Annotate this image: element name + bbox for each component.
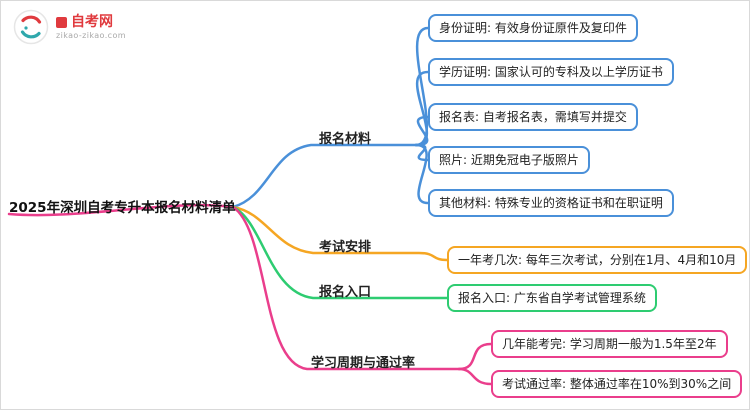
- branch-label-duration: 学习周期与通过率: [311, 356, 416, 371]
- edge-materials-form: [414, 115, 430, 147]
- edge-materials-diploma: [414, 70, 430, 147]
- leaf-id-proof: 身份证明: 有效身份证原件及复印件: [428, 14, 638, 42]
- edge-materials-photo: [414, 143, 430, 162]
- leaf-photo: 照片: 近期免冠电子版照片: [428, 146, 590, 174]
- central-topic: 2025年深圳自考专升本报名材料清单: [9, 200, 236, 216]
- leaf-exam-frequency: 一年考几次: 每年三次考试，分别在1月、4月和10月: [447, 246, 748, 274]
- leaf-study-duration: 几年能考完: 学习周期一般为1.5年至2年: [491, 330, 728, 358]
- edge-materials-other: [414, 143, 430, 205]
- edge-duration-years: [457, 342, 493, 371]
- branch-label-schedule: 考试安排: [319, 240, 372, 255]
- leaf-other-materials: 其他材料: 特殊专业的资格证书和在职证明: [428, 189, 674, 217]
- edge-materials-id: [414, 26, 430, 147]
- logo-mark-icon: [56, 16, 67, 28]
- leaf-application-form: 报名表: 自考报名表，需填写并提交: [428, 103, 638, 131]
- branch-label-materials: 报名材料: [319, 132, 372, 147]
- edge-branch-materials: [231, 143, 418, 209]
- logo-icon: [13, 9, 49, 45]
- leaf-diploma-proof: 学历证明: 国家认可的专科及以上学历证书: [428, 58, 674, 86]
- branch-label-entry: 报名入口: [319, 285, 372, 300]
- logo-site-url: zikao-zikao.com: [56, 30, 126, 40]
- site-logo: 自考网 zikao-zikao.com: [13, 9, 126, 45]
- logo-site-name-text: 自考网: [71, 13, 113, 30]
- leaf-pass-rate: 考试通过率: 整体通过率在10%到30%之间: [491, 370, 743, 398]
- logo-text: 自考网 zikao-zikao.com: [56, 13, 126, 40]
- logo-site-name: 自考网: [56, 13, 126, 30]
- edge-duration-passrate: [457, 367, 493, 386]
- leaf-registration-portal: 报名入口: 广东省自学考试管理系统: [447, 284, 657, 312]
